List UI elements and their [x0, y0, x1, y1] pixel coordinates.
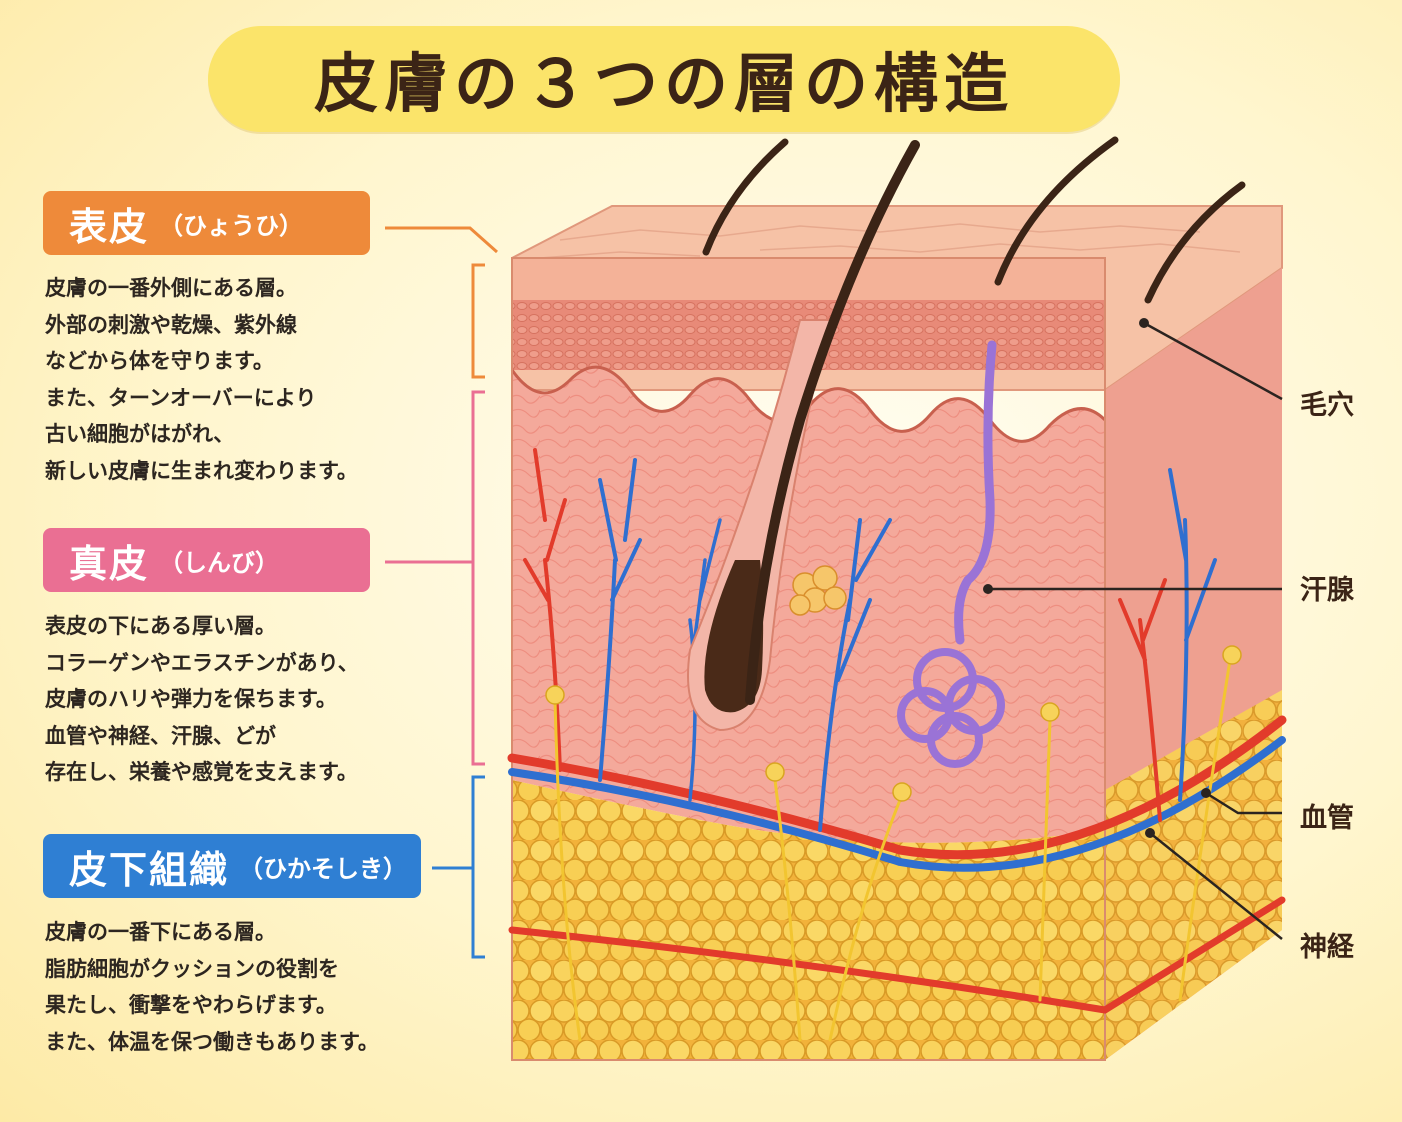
dermis-name: 真皮: [69, 541, 150, 586]
epidermis-stratum-corneum: [512, 258, 1105, 300]
epidermis-name: 表皮: [69, 204, 150, 249]
hair-shaft-long: [745, 140, 920, 705]
epidermis-label: 表皮 （ひょうひ）: [43, 191, 370, 255]
hair-shaft-2: [994, 136, 1119, 286]
right-face-fat: [1105, 690, 1282, 1060]
subcutaneous-reading: （ひかそしき）: [239, 854, 408, 883]
nerve-endings: [545, 645, 1242, 802]
sweat-gland-coil: [897, 648, 1005, 768]
subcutaneous-desc-line: また、体温を保つ働きもあります。: [45, 1029, 379, 1054]
epidermis-desc-line: などから体を守ります。: [45, 349, 274, 373]
dermis-description: 表皮の下にある厚い層。 コラーゲンやエラスチンがあり、 皮膚のハリや弾力を保ちま…: [45, 608, 359, 791]
subcutaneous-label: 皮下組織 （ひかそしき）: [43, 834, 421, 898]
dermis-desc-line: 存在し、栄養や感覚を支えます。: [45, 760, 358, 784]
epidermis-desc-line: 外部の刺激や乾燥、紫外線: [45, 312, 297, 337]
pore-leader-line: [1143, 321, 1283, 401]
dermis-desc-line: 表皮の下にある厚い層。: [45, 614, 276, 638]
nerve-leader-line: [1149, 832, 1283, 940]
hair-shaft-3: [1144, 181, 1246, 304]
subcutaneous-name: 皮下組織: [69, 847, 230, 892]
page-title: 皮膚の３つの層の構造: [314, 48, 1014, 122]
epidermis-desc-line: 皮膚の一番外側にある層。: [45, 276, 297, 300]
epidermis-reading: （ひょうひ）: [159, 211, 304, 240]
blood-vessel-leader-line: [1205, 791, 1282, 815]
nerve-label: 神経: [1300, 932, 1354, 963]
blood-vessel-label: 血管: [1300, 803, 1354, 834]
epidermis-desc-line: また、ターンオーバーにより: [45, 385, 317, 410]
pore-label: 毛穴: [1300, 390, 1354, 421]
epidermis-description: 皮膚の一番外側にある層。 外部の刺激や乾燥、紫外線 などから体を守ります。 また…: [45, 270, 358, 489]
hair-shaft-1: [702, 138, 789, 256]
subcutaneous-description: 皮膚の一番下にある層。 脂肪細胞がクッションの役割を 果たし、衝撃をやわらげます…: [45, 914, 379, 1060]
dermis-desc-line: コラーゲンやエラスチンがあり、: [45, 650, 359, 675]
sweat-gland-label: 汗腺: [1300, 575, 1354, 606]
epidermis-desc-line: 古い細胞がはがれ、: [45, 422, 235, 446]
subcutaneous-desc-line: 果たし、衝撃をやわらげます。: [45, 993, 337, 1017]
epidermis-desc-line: 新しい皮膚に生まれ変わります。: [45, 458, 358, 483]
layer-brackets: [385, 226, 498, 959]
part-leader-lines: [988, 321, 1283, 940]
nerve-fibers: [553, 658, 1232, 1042]
dermis-label: 真皮 （しんび）: [43, 528, 370, 592]
vessel-branches: [523, 448, 1217, 832]
subcutaneous-desc-line: 皮膚の一番下にある層。: [45, 920, 276, 944]
part-leader-dots: [983, 318, 1211, 838]
title-banner: 皮膚の３つの層の構造: [208, 26, 1120, 132]
block-front-outline: [511, 257, 1106, 1061]
dermis-desc-line: 皮膚のハリや弾力を保ちます。: [45, 687, 337, 711]
dermis-desc-line: 血管や神経、汗腺、どが: [45, 723, 276, 748]
sebaceous-gland: [789, 565, 847, 616]
skin-surface-texture: [539, 223, 1241, 259]
dermis-reading: （しんび）: [159, 548, 280, 577]
sweat-gland-duct: [954, 340, 997, 645]
subcutaneous-desc-line: 脂肪細胞がクッションの役割を: [45, 956, 339, 981]
